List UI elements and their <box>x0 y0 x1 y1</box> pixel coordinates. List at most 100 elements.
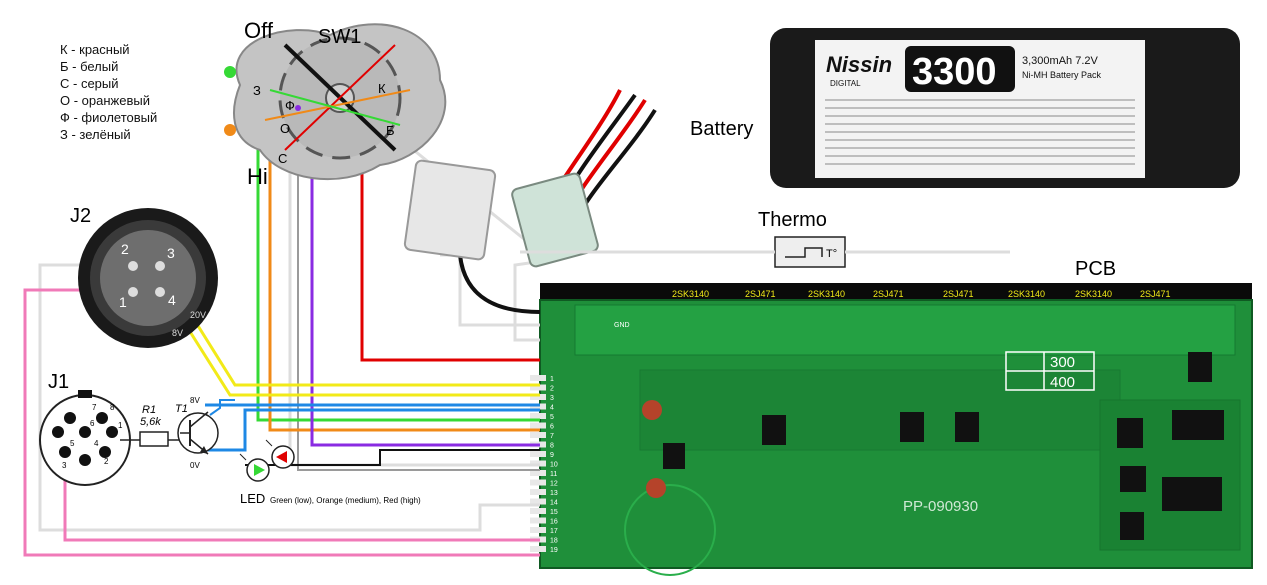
pcb-pin-number: 5 <box>550 414 554 421</box>
switch-pin-label: З <box>253 83 261 98</box>
pcb-pin-number: 16 <box>550 519 558 526</box>
wire-orange <box>268 128 540 432</box>
j2-pin-label: 3 <box>167 245 175 261</box>
transistor-t1: T1 8V 0V <box>175 396 219 470</box>
capacitor <box>646 478 666 498</box>
j1-pin-label: 1 <box>118 421 123 430</box>
j1-pin-label: 7 <box>92 403 97 412</box>
led-indicator <box>239 439 295 482</box>
pcb-pad <box>530 432 546 438</box>
pcb-pin-number: 9 <box>550 452 554 459</box>
pcb-pin-number: 15 <box>550 509 558 516</box>
j1-pin-label: 6 <box>90 419 95 428</box>
switch-pin-label: К <box>378 81 386 96</box>
j1-pin-label: 4 <box>94 439 99 448</box>
battery-pack: Nissin DIGITAL 3300 3,300mAh 7.2V Ni-MH … <box>770 28 1240 188</box>
pcb-part-number: 2SJ471 <box>1140 289 1171 299</box>
pcb-pad <box>530 470 546 476</box>
r1-value: 5,6k <box>140 416 161 428</box>
pcb-pad <box>530 422 546 429</box>
thermo-sensor: T° <box>520 236 1010 268</box>
ic-chip <box>1120 466 1146 492</box>
pcb-pin-number: 19 <box>550 547 558 554</box>
ic-chip <box>1188 352 1212 382</box>
pcb-pin-number: 18 <box>550 538 558 545</box>
led-label: LED <box>240 491 265 506</box>
pcb-pin-number: 2 <box>550 386 554 393</box>
ic-chip <box>955 412 979 442</box>
pcb-pad <box>530 498 546 505</box>
j1-label: J1 <box>48 371 69 393</box>
legend-item: З - зелёный <box>60 127 131 142</box>
pcb-label: PCB <box>1075 258 1116 280</box>
pcb-part-number: 2SK3140 <box>672 289 709 299</box>
legend-item: К - красный <box>60 42 130 57</box>
j1-pin-label: 8 <box>110 403 115 412</box>
ic-chip <box>900 412 924 442</box>
j1-pin-label: 3 <box>62 461 67 470</box>
pcb-pin-number: 11 <box>550 471 557 478</box>
wire-white-j2 <box>38 263 540 532</box>
pcb-pin-number: 13 <box>550 490 558 497</box>
legend-item: Б - белый <box>60 59 119 74</box>
pcb-box-bottom: 400 <box>1050 374 1075 391</box>
thermo-symbol: T° <box>826 248 837 260</box>
wire-yellow-2 <box>168 299 540 397</box>
switch-sw1: З Ф О С К Б SW1 Off Hi <box>224 18 447 189</box>
led-caption: Green (low), Orange (medium), Red (high) <box>270 496 421 505</box>
pcb-pin-number: 3 <box>550 395 554 402</box>
pcb-pin-number: 17 <box>550 528 558 535</box>
j2-voltage-label: 8V <box>172 328 183 338</box>
pcb-part-number: 2SK3140 <box>808 289 845 299</box>
ic-chip <box>1162 477 1222 511</box>
battery-brand-sub: DIGITAL <box>830 79 861 88</box>
orange-dot <box>224 124 236 136</box>
switch-pin-label: Б <box>386 123 395 138</box>
ic-chip <box>1172 410 1224 440</box>
pcb-pad <box>530 413 546 419</box>
legend-item: О - оранжевый <box>60 93 150 108</box>
r1-label: R1 <box>142 404 156 416</box>
pcb-gnd-label: GND <box>614 322 630 329</box>
battery-brand: Nissin <box>826 52 892 77</box>
ic-chip <box>663 443 685 469</box>
legend-item: С - серый <box>60 76 119 91</box>
pcb-pin-number: 14 <box>550 500 558 507</box>
pcb-box-top: 300 <box>1050 354 1075 371</box>
pcb-pin-number: 1 <box>550 376 554 383</box>
ic-chip <box>1117 418 1143 448</box>
pcb-part-number: 2SK3140 <box>1075 289 1112 299</box>
j2-voltage-label: 20V <box>190 310 206 320</box>
pcb-part-number: 2SJ471 <box>873 289 904 299</box>
pcb-pin-number: 10 <box>550 462 558 469</box>
j1-body <box>39 394 131 486</box>
j2-label: J2 <box>70 205 91 227</box>
wire-white-plug <box>440 253 540 327</box>
capacitor <box>642 400 662 420</box>
wire-black <box>458 254 541 314</box>
pcb-pin-number: 4 <box>550 405 554 412</box>
pcb-pin-number: 6 <box>550 424 554 431</box>
pcb-pad <box>530 375 546 381</box>
pcb-pad <box>530 479 546 486</box>
thermo-label: Thermo <box>758 209 827 231</box>
switch-pin-label: С <box>278 151 287 166</box>
pcb-pad <box>530 451 546 457</box>
pcb-board: 300 400 PP-090930 GND 2SK3140 2SJ471 2SK31… <box>530 283 1253 576</box>
t1-label: T1 <box>175 403 188 415</box>
j1-pin-label: 5 <box>70 439 75 448</box>
j2-pin-label: 1 <box>119 294 127 310</box>
battery-capacity: 3300 <box>912 51 997 93</box>
t1-v-bottom: 0V <box>190 461 200 470</box>
pcb-silk-code: PP-090930 <box>903 498 978 515</box>
battery-label: Battery <box>690 118 753 140</box>
j2-pin-label: 4 <box>168 292 176 308</box>
legend-item: Ф - фиолетовый <box>60 110 158 125</box>
pcb-pin-number: 12 <box>550 481 558 488</box>
ic-chip <box>1120 512 1144 540</box>
switch-pin-label: Ф <box>285 98 295 113</box>
